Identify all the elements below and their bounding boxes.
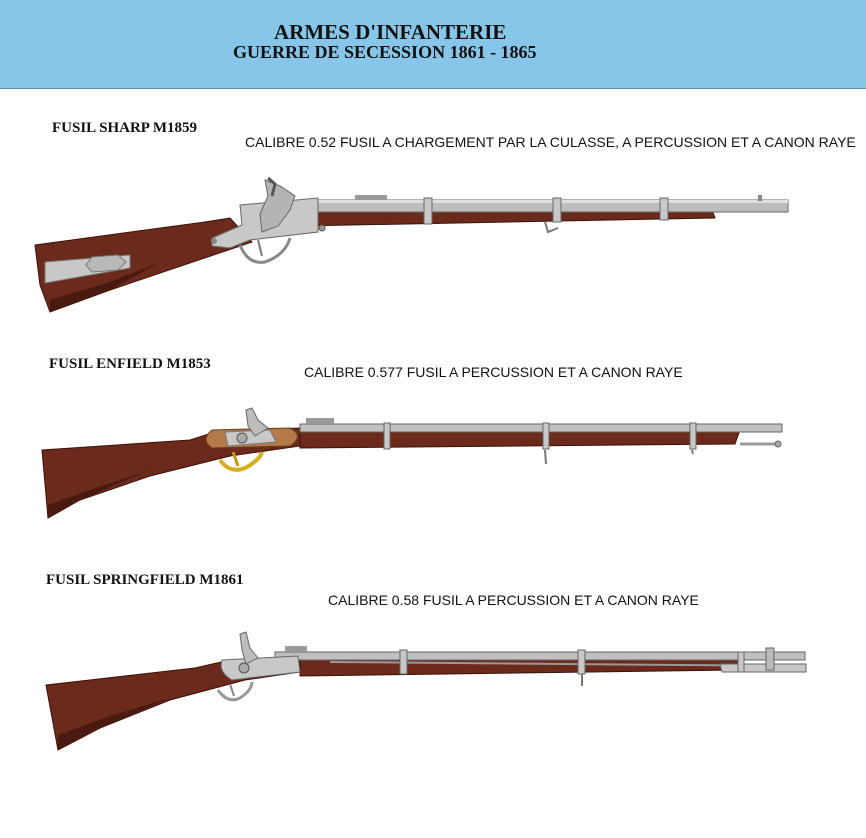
rifle-name-enfield: FUSIL ENFIELD M1853 <box>49 356 211 372</box>
page-title: ARMES D'INFANTERIE <box>274 20 507 44</box>
rifle-name-sharp: FUSIL SHARP M1859 <box>52 120 198 136</box>
rifle-name-springfield: FUSIL SPRINGFIELD M1861 <box>46 572 244 588</box>
title-banner: ARMES D'INFANTERIE GUERRE DE SECESSION 1… <box>0 0 866 89</box>
rifle-enfield-illustration <box>41 407 783 519</box>
caliber-text-springfield: CALIBRE 0.58 FUSIL A PERCUSSION ET A CAN… <box>328 592 699 608</box>
rifle-springfield-illustration <box>45 631 807 751</box>
caliber-text-enfield: CALIBRE 0.577 FUSIL A PERCUSSION ET A CA… <box>304 364 683 380</box>
page-subtitle: GUERRE DE SECESSION 1861 - 1865 <box>233 42 537 62</box>
rifle-sharp-illustration <box>34 176 789 313</box>
caliber-text-sharp: CALIBRE 0.52 FUSIL A CHARGEMENT PAR LA C… <box>245 134 856 150</box>
